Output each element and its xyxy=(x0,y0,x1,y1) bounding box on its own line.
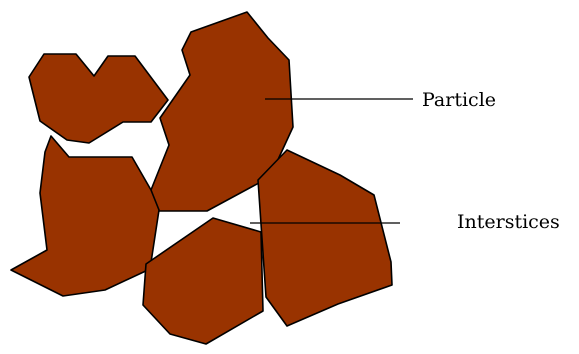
particle-top-left xyxy=(29,54,168,143)
particle-right xyxy=(258,150,392,326)
particle-bottom xyxy=(143,218,263,344)
particle-label: Particle xyxy=(422,89,496,111)
interstices-label: Interstices xyxy=(457,211,560,233)
particle-left xyxy=(11,136,159,296)
